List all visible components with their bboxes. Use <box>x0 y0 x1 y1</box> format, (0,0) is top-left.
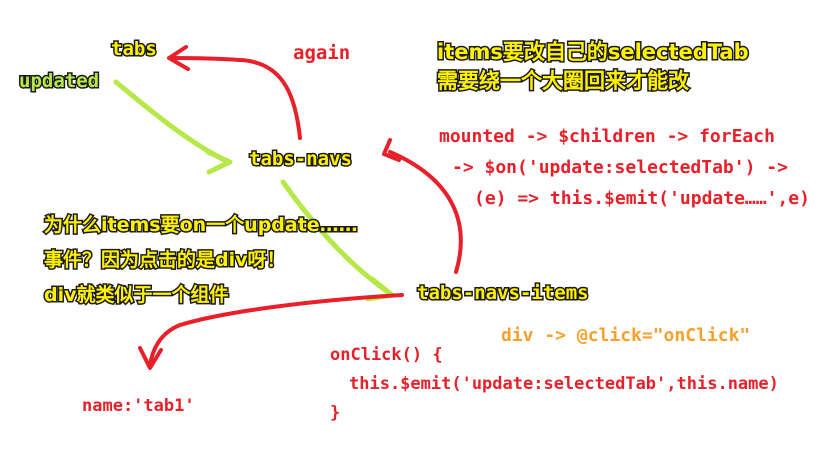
label-name-tab1: name:'tab1' <box>82 396 195 416</box>
label-again: again <box>293 42 351 64</box>
arrow-again-to-tabs <box>168 56 302 140</box>
mounted-chain-line3: (e) => this.$emit('update……',e) <box>474 188 810 209</box>
arrow-items-to-tabs-navs <box>388 150 463 274</box>
arrowhead-updated-to-tabs-navs <box>205 149 233 175</box>
question-note-line2: 事件？因为点击的是div呀！ <box>43 248 287 273</box>
onclick-code-line3: } <box>330 403 341 423</box>
arrow-tabs-navs-to-items <box>280 179 391 295</box>
arrowhead-items-to-tabs-navs <box>382 138 401 162</box>
question-note-line3: div就类似于一个组件 <box>43 283 230 308</box>
onclick-code-line1: onClick() { <box>330 345 443 365</box>
arrowhead-again-to-tabs <box>167 45 190 71</box>
top-note-line2: 需要绕一个大圈回来才能改 <box>436 68 691 95</box>
mounted-chain-line2: -> $on('update:selectedTab') -> <box>452 157 788 178</box>
node-tabs: tabs <box>110 37 159 62</box>
mounted-chain-line1: mounted -> $children -> forEach <box>439 126 775 147</box>
click-binding: div -> @click="onClick" <box>501 325 751 346</box>
onclick-code-line2: this.$emit('update:selectedTab',this.nam… <box>349 374 779 394</box>
arrow-updated-to-tabs-navs <box>113 79 231 165</box>
node-tabs-navs: tabs-navs <box>248 147 354 172</box>
question-note-line1: 为什么items要on一个update…… <box>43 213 360 238</box>
node-updated: updated <box>17 69 100 94</box>
arrow-items-to-name <box>148 293 404 368</box>
node-tabs-navs-items: tabs-navs-items <box>416 281 591 306</box>
arrowhead-items-to-name <box>138 346 163 370</box>
top-note-line1: items要改自己的selectedTab <box>436 39 751 66</box>
